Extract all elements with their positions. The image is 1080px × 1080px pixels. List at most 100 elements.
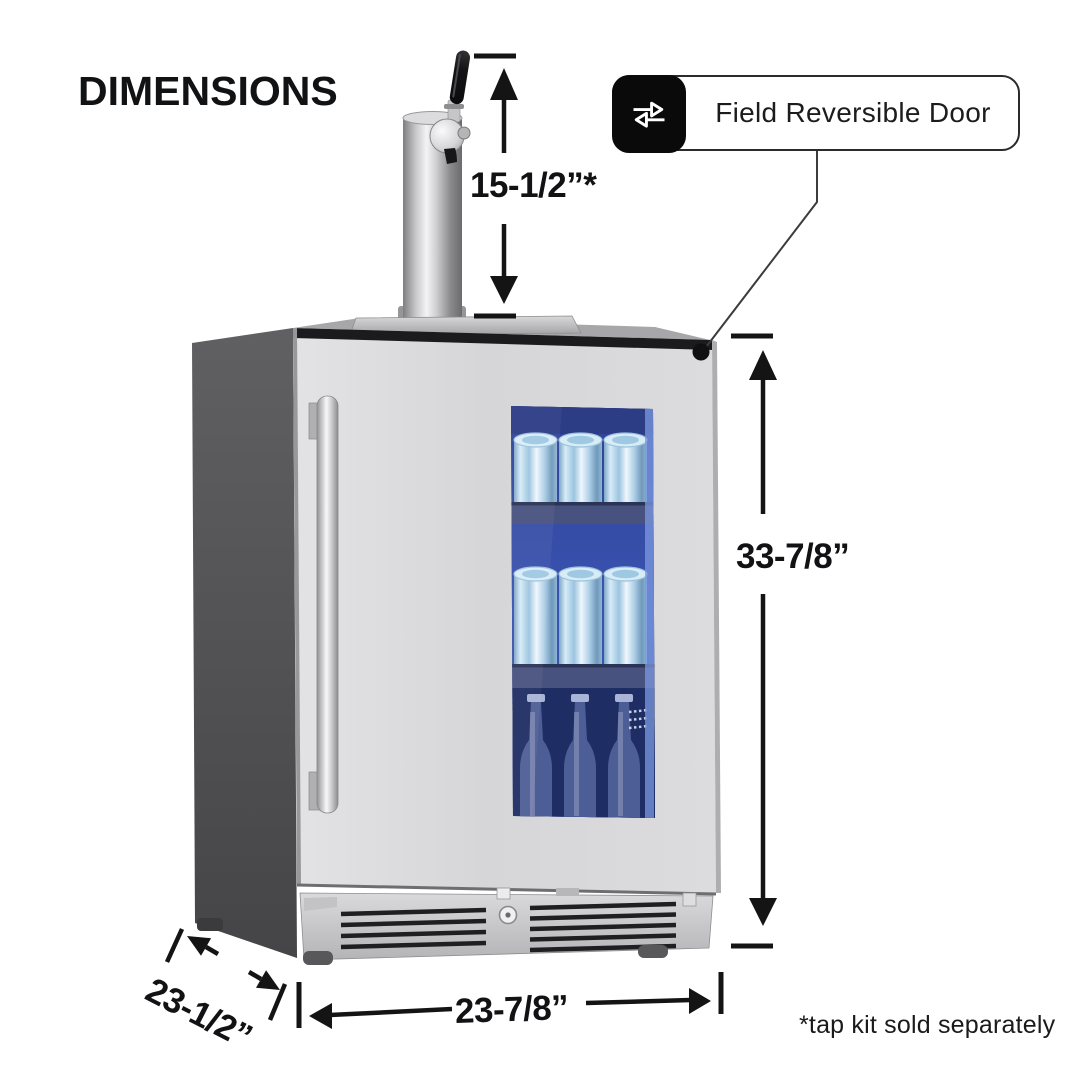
dimension-shaft	[329, 1006, 453, 1018]
dimension-arrow-left	[309, 1003, 332, 1029]
interior-light-strip	[645, 406, 654, 818]
swap-arrows-glyph	[633, 101, 665, 128]
foot	[638, 945, 668, 958]
vent-slat	[340, 907, 487, 917]
shelf	[511, 502, 655, 524]
tap-height-label: 15-1/2”*	[470, 166, 597, 205]
swap-arrows-icon	[612, 75, 686, 153]
can-lid-inner	[612, 435, 639, 445]
glass-window	[511, 406, 655, 818]
basket-detail	[628, 708, 649, 730]
glass-reflection	[511, 406, 562, 818]
dimension-tap-height	[474, 53, 518, 319]
beverage-can	[513, 432, 558, 504]
dimension-arrow-up	[490, 68, 518, 100]
bottle-body	[520, 702, 552, 818]
callout-connector-line	[702, 151, 818, 352]
dimension-arrow-down	[490, 276, 518, 304]
beverage-can	[603, 432, 648, 504]
side-foot	[197, 918, 223, 931]
can-body	[514, 440, 557, 504]
bottle-highlight	[530, 712, 535, 816]
can-lid-inner	[567, 435, 594, 445]
shelf-edge	[511, 502, 655, 506]
kick-tab	[556, 888, 579, 896]
dimension-shaft	[247, 970, 263, 981]
shelf	[511, 664, 655, 688]
kick-tab	[496, 887, 511, 900]
dimension-arrow-up	[749, 350, 777, 380]
vent-slat	[340, 918, 487, 928]
can-body	[514, 574, 557, 666]
can-lid-inner	[612, 569, 639, 579]
bottle	[608, 694, 640, 818]
kick-plate	[299, 887, 714, 965]
vent-slat	[340, 929, 487, 939]
dimension-tick	[267, 983, 288, 1021]
dimension-arrow-downright	[256, 970, 280, 990]
door-pivot-dot	[692, 343, 710, 361]
tap-tower	[402, 50, 471, 319]
bottle-cap	[615, 694, 633, 702]
can-lid-inner	[522, 435, 549, 445]
kick-plate-step	[304, 897, 337, 911]
dimension-arrow-right	[689, 988, 711, 1014]
dimension-height	[731, 333, 777, 949]
faucet-collar-ring	[444, 104, 464, 109]
field-reversible-door-callout: Field Reversible Door	[612, 75, 1020, 153]
bottle-row	[511, 688, 655, 818]
can-body	[559, 574, 602, 666]
door-right-edge	[712, 340, 721, 893]
vent-grille-left	[340, 907, 487, 950]
faucet-knob	[457, 126, 471, 140]
dimension-tick	[164, 928, 185, 963]
dimension-depth	[164, 928, 288, 1021]
bottle-cap	[571, 694, 589, 702]
bottle-highlight	[574, 712, 579, 816]
vent-grille-right	[529, 901, 677, 953]
can-row-top	[513, 432, 648, 504]
door-handle	[308, 395, 339, 814]
bottle-body	[608, 702, 640, 818]
vent-slat	[529, 912, 677, 921]
dimension-shaft	[204, 945, 220, 956]
dimension-arrow-down	[749, 898, 777, 926]
shelf-edge	[511, 664, 655, 668]
vent-slat	[529, 933, 677, 942]
tap-kit-footnote: *tap kit sold separately	[799, 1011, 1056, 1039]
page-title: DIMENSIONS	[78, 68, 338, 114]
door-left-edge	[293, 328, 301, 884]
handle-bar	[316, 395, 339, 814]
foot	[303, 951, 333, 965]
beverage-can	[558, 432, 603, 504]
bottle	[520, 694, 552, 818]
bottle-highlight	[618, 712, 623, 816]
vent-lock-keyhole	[505, 912, 511, 918]
height-label: 33-7/8”	[736, 537, 850, 576]
bottle-body	[564, 702, 596, 818]
kick-tab	[682, 892, 697, 907]
vent-slat	[340, 940, 487, 950]
beverage-can	[513, 566, 558, 666]
tap-handle-highlight	[452, 54, 461, 98]
can-body	[559, 440, 602, 504]
can-lid-inner	[522, 569, 549, 579]
side-panel	[192, 328, 297, 958]
width-label: 23-7/8”	[454, 988, 569, 1031]
can-body	[604, 574, 647, 666]
dimension-arrow-upleft	[187, 936, 212, 956]
can-lid-inner	[567, 569, 594, 579]
dimension-width	[296, 972, 724, 1029]
faucet-spout	[444, 148, 457, 164]
can-body	[604, 440, 647, 504]
beverage-can	[558, 566, 603, 666]
bottle	[564, 694, 596, 818]
door	[293, 328, 721, 896]
door-top-trim	[293, 328, 712, 350]
dimension-shaft	[585, 997, 692, 1006]
interior-top-shadow	[511, 406, 655, 434]
beverage-can	[603, 566, 648, 666]
can-row-bottom	[513, 566, 648, 666]
